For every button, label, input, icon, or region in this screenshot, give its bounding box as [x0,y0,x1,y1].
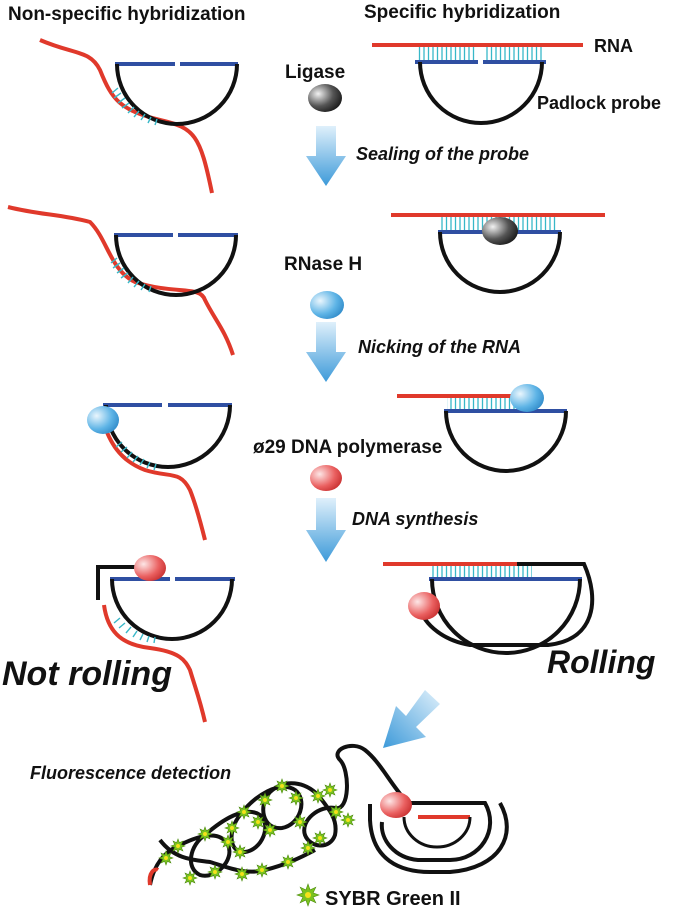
down-arrow-1 [306,126,346,186]
polymerase-bound-right-icon [408,592,440,620]
polymerase-enzyme-icon [310,465,342,491]
sybr-star-icon [158,850,174,866]
sybr-star-icon [224,820,240,836]
padlock-probe-label: Padlock probe [537,93,661,113]
specific-probe-1 [372,43,583,125]
sybr-star-icon [340,812,356,828]
step-sealing: Sealing of the probe [356,144,529,164]
sybr-star-icon [254,862,270,878]
header-non-specific: Non-specific hybridization [8,4,246,25]
sybr-star-icon [262,822,278,838]
sybr-star-icon [310,788,326,804]
nonspecific-probe-4 [96,555,235,723]
rna-label: RNA [594,36,633,56]
header-specific: Specific hybridization [364,2,560,23]
rnase-bound-left-icon [87,406,119,434]
rnase-bound-right-icon [510,384,544,412]
rnase-h-enzyme-icon [310,291,344,319]
rolling-label: Rolling [547,644,655,680]
rnase-h-label: RNase H [284,254,362,275]
sybr-star-icon [280,854,296,870]
sybr-star-icon [236,804,252,820]
polymerase-label: ø29 DNA polymerase [253,437,442,458]
nonspecific-probe-3 [87,403,232,541]
not-rolling-label: Not rolling [2,655,172,693]
polymerase-detection-icon [380,792,412,818]
nonspecific-probe-2 [7,205,238,356]
step-synthesis: DNA synthesis [352,509,478,529]
sybr-label: SYBR Green II [325,888,461,910]
step-detection: Fluorescence detection [30,763,231,783]
sybr-star-icon [234,866,250,882]
sybr-legend: SYBR Green II [296,883,461,910]
ligase-bound-icon [482,217,518,245]
sybr-star-icon [292,814,308,830]
sybr-star-icon [312,830,328,846]
specific-probe-4 [383,562,595,655]
down-arrow-3 [306,498,346,562]
sybr-star-icon [250,814,266,830]
sybr-star-icon [288,790,304,806]
polymerase-bound-left-icon [134,555,166,581]
sybr-star-icon [232,844,248,860]
ligase-enzyme-icon [308,84,342,112]
nonspecific-probe-1 [39,38,239,194]
sybr-star-group [158,778,356,886]
sybr-star-icon [220,834,236,850]
sybr-star-icon [170,838,186,854]
sybr-star-icon [182,870,198,886]
ligase-label: Ligase [285,62,345,83]
specific-probe-3 [397,384,568,473]
sybr-star-icon [322,782,338,798]
sybr-star-icon [328,804,344,820]
sybr-star-icon [296,883,320,907]
sybr-star-icon [274,778,290,794]
sybr-star-icon [207,864,223,880]
rca-product [147,743,509,886]
sybr-star-icon [257,792,273,808]
sybr-legend-star-icon [296,883,320,907]
specific-probe-2 [391,213,605,294]
down-arrow-2 [306,322,346,382]
step-nicking: Nicking of the RNA [358,337,521,357]
diagonal-arrow [383,690,440,748]
sybr-star-icon [197,826,213,842]
sybr-star-icon [300,840,316,856]
